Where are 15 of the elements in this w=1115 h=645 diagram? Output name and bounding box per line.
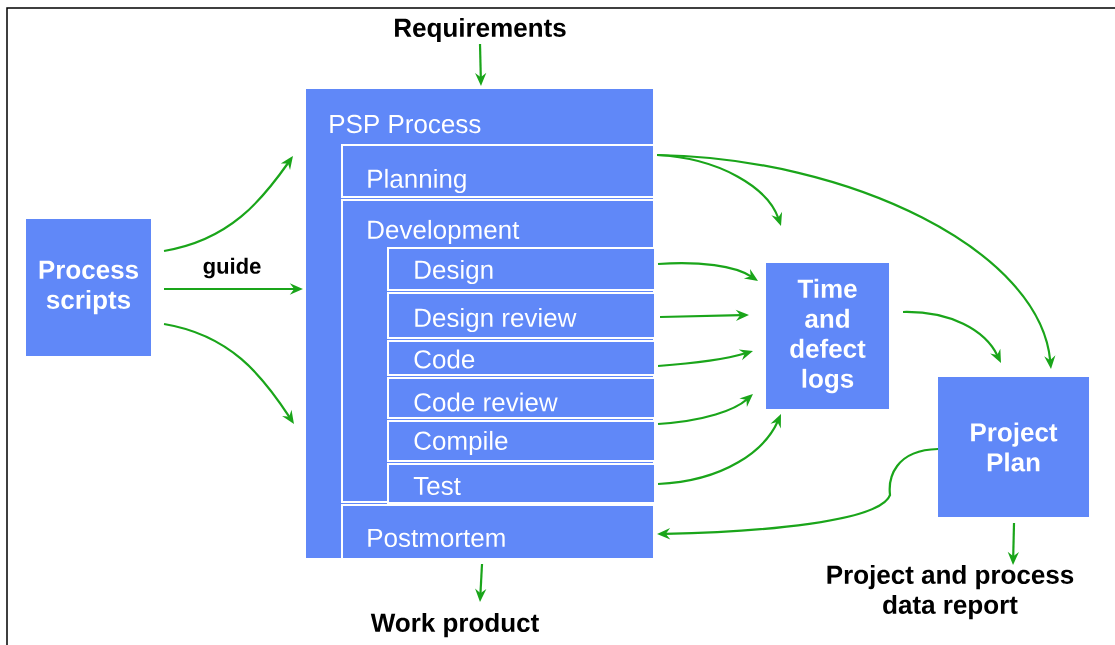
process-box: Planning bbox=[341, 144, 655, 198]
text-label: Requirements bbox=[395, 17, 566, 43]
text-label: Work product bbox=[370, 612, 539, 638]
process-box: Code review bbox=[387, 377, 656, 419]
process-box: Postmortem bbox=[341, 504, 655, 560]
process-box: Design review bbox=[387, 292, 656, 339]
process-box: Code bbox=[387, 340, 656, 376]
process-box: Project Plan bbox=[938, 377, 1089, 517]
process-box: Design bbox=[387, 247, 656, 291]
edge-label: guide bbox=[201, 256, 263, 280]
process-box: Process scripts bbox=[26, 219, 151, 356]
process-box: Compile bbox=[387, 420, 656, 462]
text-label: Project and process data report bbox=[827, 564, 1074, 620]
process-box: Test bbox=[387, 463, 656, 504]
process-box: Time and defect logs bbox=[766, 263, 889, 409]
